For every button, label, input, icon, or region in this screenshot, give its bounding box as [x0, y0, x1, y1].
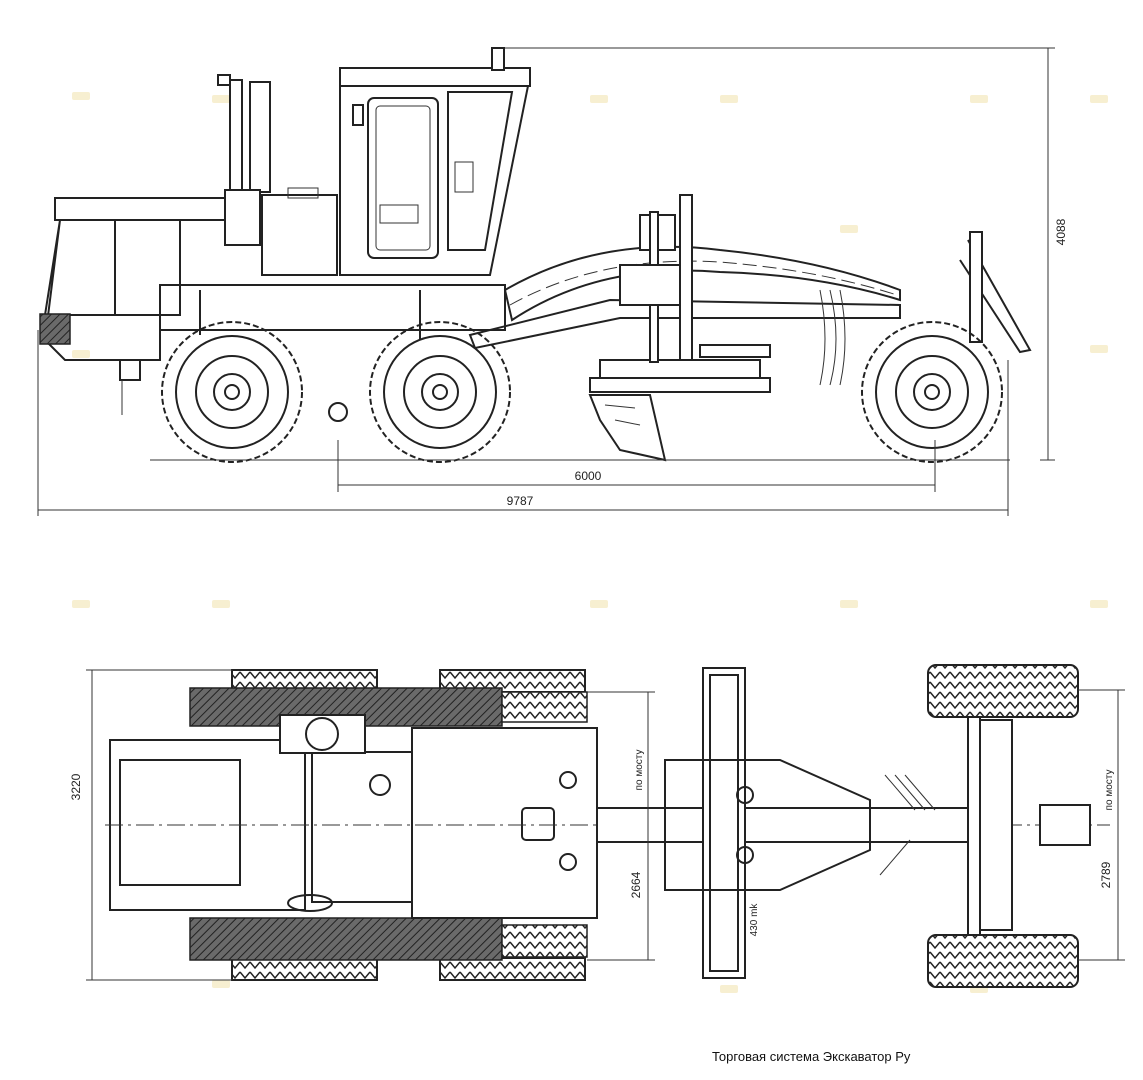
front-axle [979, 719, 1013, 931]
circle-turntable [664, 759, 871, 891]
top-view: 3220 2664 по мосту 2789 по мосту 430 mk [69, 664, 1125, 988]
front-tire-top [927, 664, 1079, 718]
front-frame-beam [596, 807, 978, 843]
source-caption: Торговая система Экскаватор Ру [712, 1049, 911, 1064]
rear-tire-bottom-right [439, 957, 586, 981]
length-dimension: 9787 [507, 494, 534, 508]
blade-angle-label: 430 mk [749, 903, 760, 937]
ripper [588, 377, 771, 462]
width-dimension: 3220 [69, 773, 83, 800]
side-view: 4088 6000 9787 [37, 47, 1068, 516]
engine-hood [54, 197, 226, 221]
dimension-lines [37, 47, 1055, 516]
rear-track-dimension: 2664 [629, 871, 643, 898]
wheelbase-dimension: 6000 [575, 469, 602, 483]
front-tire-bottom [927, 934, 1079, 988]
rear-bumper [39, 313, 71, 345]
rear-axle-label: по мосту [634, 750, 645, 791]
rear-wheel-1 [161, 321, 303, 463]
front-track-dimension: 2789 [1099, 861, 1113, 888]
top-dimension-lines [86, 669, 1125, 981]
exhaust-pipe [229, 79, 243, 196]
cab-roof [411, 727, 598, 919]
rear-tire-bottom-left [231, 957, 378, 981]
cab [339, 47, 531, 276]
rear-frame [159, 284, 506, 331]
watermark-pattern [72, 92, 1108, 993]
height-dimension: 4088 [1054, 218, 1068, 245]
front-wheel [861, 321, 1003, 463]
front-axle-label: по мосту [1104, 770, 1115, 811]
front-frame [503, 245, 901, 322]
rear-wheel-2 [369, 321, 511, 463]
